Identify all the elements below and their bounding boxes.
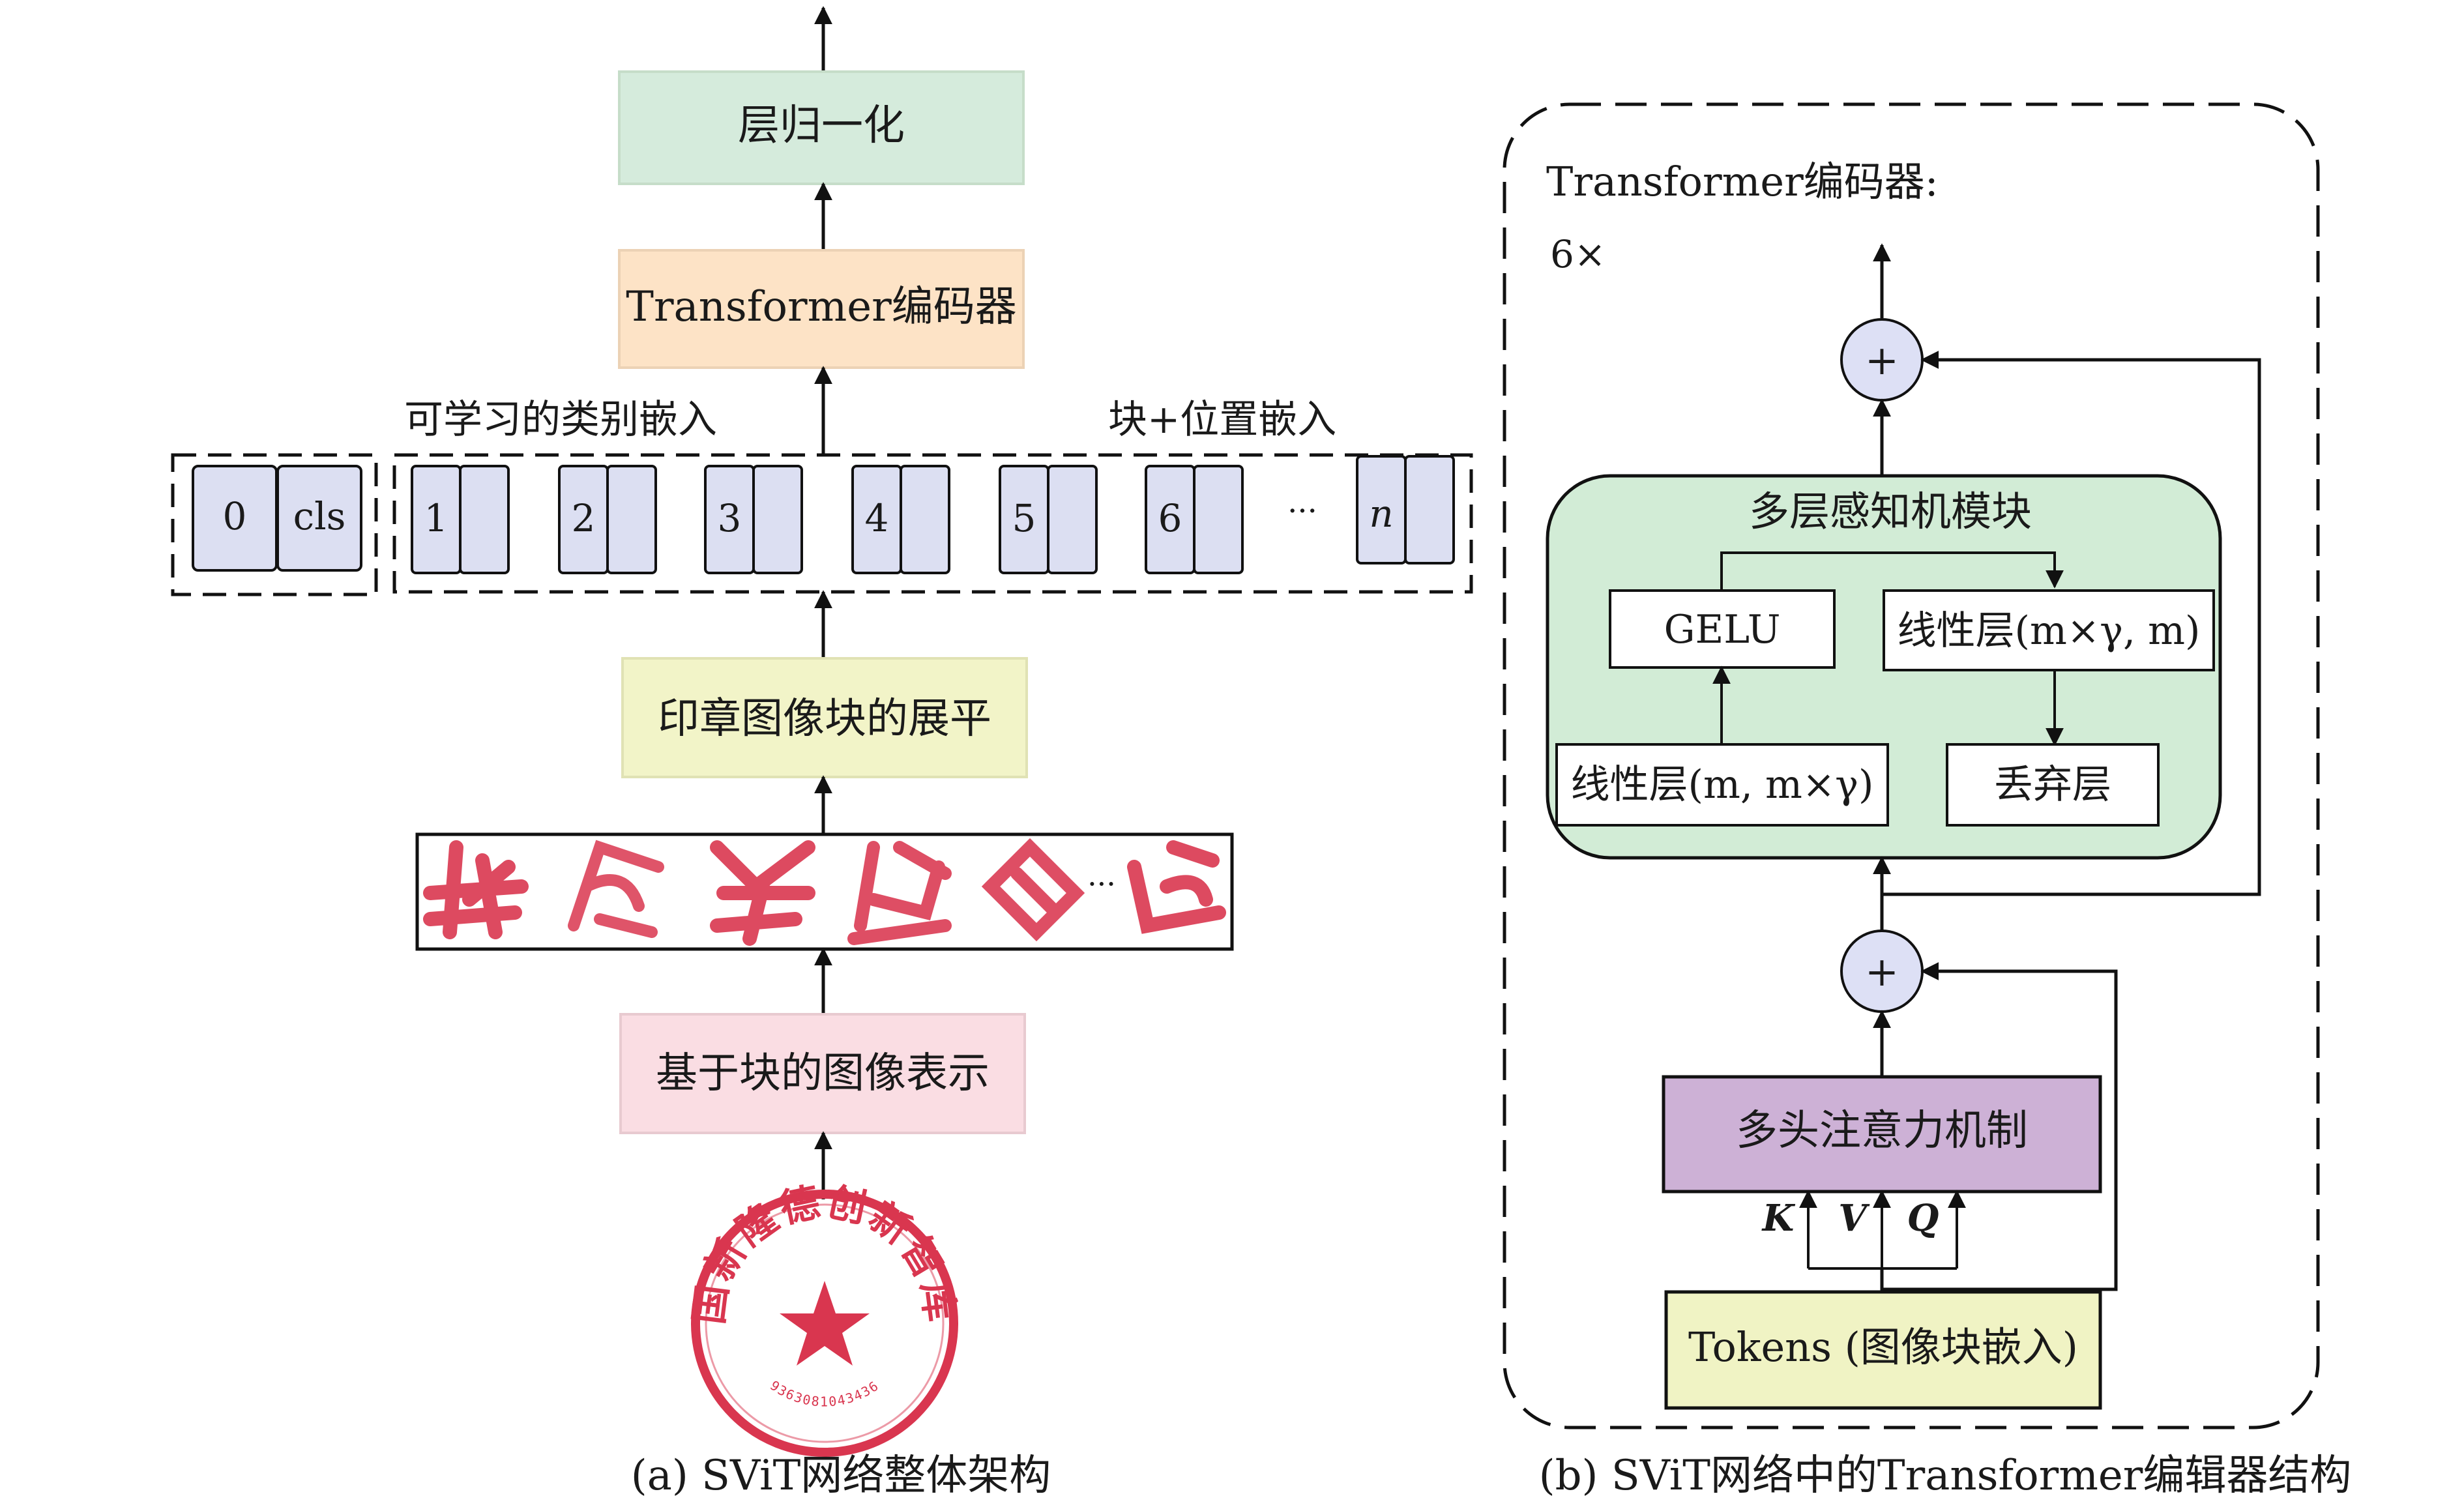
gelu-to-linear2-connector	[1720, 551, 2064, 591]
patch-index-4: 4	[865, 496, 889, 540]
patch-rep-box	[619, 1013, 1026, 1134]
patch-strip-ellipsis: ···	[1087, 866, 1116, 901]
tokens-box	[1664, 1290, 2102, 1410]
seal-patch-5	[978, 838, 1085, 942]
patch-position-label: 块+位置嵌入	[1108, 397, 1336, 443]
linear2-box	[1883, 589, 2215, 671]
gelu-box	[1609, 589, 1836, 669]
class-token-cls	[276, 465, 362, 572]
patch-token-5: 5	[999, 465, 1098, 574]
right-caption: (b) SViT网络中的Transformer编辑器结构	[1539, 1452, 2352, 1500]
seal-patch-1	[422, 840, 529, 939]
patch-token-3: 3	[704, 465, 803, 574]
mlp-title: 多层感知机模块	[1749, 488, 2032, 535]
patch-index-5: 5	[1012, 496, 1036, 540]
flatten-label: 印章图像块的展平	[658, 695, 991, 743]
patch-token-2: 2	[558, 465, 657, 574]
dropout-label: 丢弃层	[1994, 762, 2111, 808]
encoder-label: Transformer编码器	[626, 283, 1016, 331]
patch-token-ellipsis: ···	[1287, 493, 1317, 529]
patch-token-n: n	[1356, 455, 1455, 564]
seal-star	[780, 1281, 870, 1366]
linear2-label: 线性层(m×γ, m)	[1898, 608, 2201, 654]
patch-token-1: 1	[411, 465, 510, 574]
residual-add-top-label: +	[1865, 336, 1899, 384]
class-token-0-label: 0	[223, 494, 247, 538]
patch-index-6: 6	[1158, 496, 1182, 540]
linear1-label: 线性层(m, m×γ)	[1571, 762, 1874, 808]
class-token-group	[171, 453, 378, 596]
encoder-title: Transformer编码器:	[1546, 158, 1939, 205]
class-embedding-label: 可学习的类别嵌入	[404, 397, 717, 443]
gelu-label: GELU	[1664, 607, 1781, 652]
repeat-count: 6×	[1550, 232, 1606, 276]
encoder-container	[1503, 102, 2320, 1429]
tokens-label: Tokens (图像块嵌入)	[1688, 1323, 2078, 1371]
left-panel: 层归一化 Transformer编码器 可学习的类别嵌入 块+位置嵌入 0 cl…	[0, 0, 1473, 1500]
patch-index-3: 3	[718, 496, 742, 540]
left-caption: (a) SViT网络整体架构	[631, 1452, 1051, 1500]
seal-patch-2	[566, 840, 670, 939]
seal-patch-4	[847, 841, 952, 945]
right-panel: Transformer编码器: 6× + 多层感知机模块 GELU 线性层(m×…	[1503, 102, 2352, 1500]
skip-connection-top	[1882, 351, 2261, 896]
patch-index-n: n	[1369, 491, 1393, 536]
attention-box	[1662, 1075, 2102, 1194]
q-label: Q	[1907, 1197, 1939, 1240]
layer-norm-label: 层归一化	[738, 102, 905, 150]
patch-index-1: 1	[424, 496, 448, 540]
seal-patch-3	[709, 840, 815, 946]
attention-label: 多头注意力机制	[1736, 1107, 2028, 1155]
patch-index-2: 2	[572, 496, 596, 540]
patch-token-4: 4	[851, 465, 950, 574]
residual-add-bottom-label: +	[1865, 948, 1899, 995]
dropout-box	[1946, 743, 2160, 827]
patch-rep-label: 基于块的图像表示	[656, 1049, 990, 1098]
seal-patch-6	[1122, 840, 1227, 939]
class-token-cls-label: cls	[293, 494, 346, 538]
patch-token-6: 6	[1145, 465, 1244, 574]
encoder-box	[618, 249, 1025, 369]
flatten-box	[621, 657, 1028, 778]
k-label: K	[1761, 1197, 1796, 1240]
skip-connection-bottom	[1880, 962, 2118, 1291]
patch-strip: ···	[415, 832, 1234, 951]
patch-token-group	[392, 453, 1473, 594]
v-label: V	[1838, 1197, 1870, 1240]
linear1-box	[1555, 743, 1889, 827]
seal-serial: 9363081043436	[767, 1377, 882, 1409]
